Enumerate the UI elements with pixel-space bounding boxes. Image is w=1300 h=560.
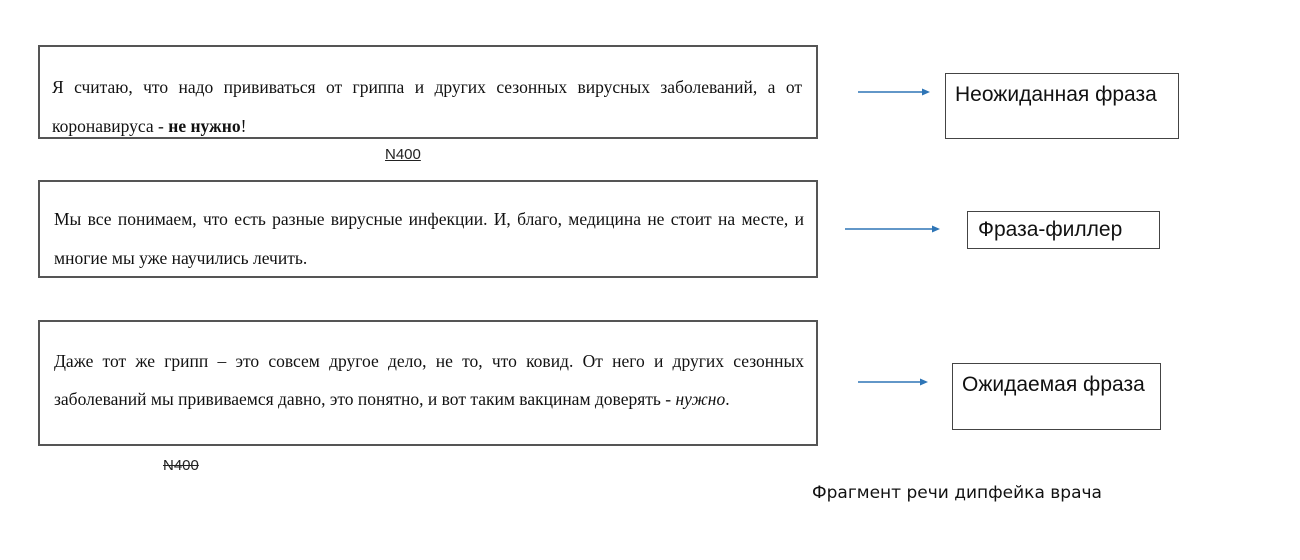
quote-text-main: Я считаю, что надо прививаться от гриппа…: [52, 77, 802, 136]
quote-emphasis-bold: не нужно: [168, 116, 241, 136]
quote-text-main: Мы все понимаем, что есть разные вирусны…: [54, 209, 804, 268]
quote-text-end: !: [240, 116, 247, 136]
n400-label-absent: N400: [163, 457, 199, 474]
quote-text-end: .: [725, 389, 730, 409]
quote-text: Я считаю, что надо прививаться от гриппа…: [52, 68, 802, 146]
label-filler-phrase: Фраза-филлер: [967, 211, 1160, 249]
arrow-right-icon: [858, 87, 930, 97]
arrow-right-icon: [845, 224, 940, 234]
quote-box-filler: Мы все понимаем, что есть разные вирусны…: [38, 180, 818, 278]
quote-emphasis-italic: нужно: [675, 389, 726, 409]
quote-box-expected: Даже тот же грипп – это совсем другое де…: [38, 320, 818, 446]
n400-label-present: N400: [385, 146, 421, 163]
quote-text-main: Даже тот же грипп – это совсем другое де…: [54, 351, 804, 409]
label-unexpected-phrase: Неожиданная фраза: [945, 73, 1179, 139]
quote-text: Мы все понимаем, что есть разные вирусны…: [54, 200, 804, 278]
figure-caption: Фрагмент речи дипфейка врача: [812, 483, 1102, 503]
quote-box-unexpected: Я считаю, что надо прививаться от гриппа…: [38, 45, 818, 139]
quote-text: Даже тот же грипп – это совсем другое де…: [54, 342, 804, 418]
arrow-right-icon: [858, 377, 928, 387]
label-expected-phrase: Ожидаемая фраза: [952, 363, 1161, 430]
